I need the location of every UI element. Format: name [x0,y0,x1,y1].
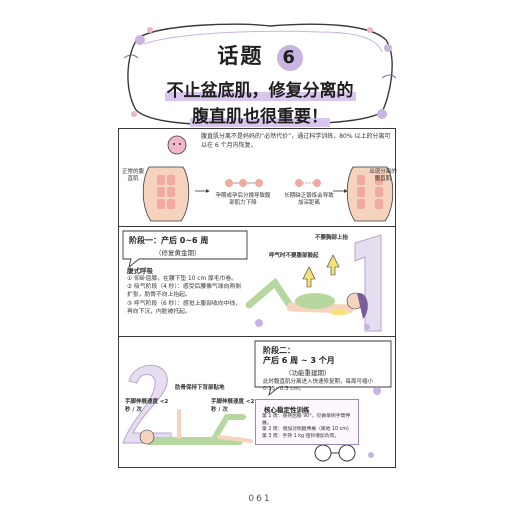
training-steps: 第 1 周：保持屈膝 90°，仅做单侧手臂伸展。 第 2 周：增加对侧腿伸展（离… [262,414,358,440]
callout-belly: 呼气时不要腹部鼓起 [269,253,319,259]
headline-line-2: 腹直肌也很重要！ [190,107,330,127]
headline-line-1: 不止盆底肌，修复分离的 [164,81,356,101]
topic-number: 6 [276,45,303,71]
up-arrow-icon [302,254,340,288]
topic-label: 话题 [217,44,264,68]
label-normal: 正常的腹直肌 [121,169,144,182]
intro-text: 腹直肌分离不是妈妈的“必然代价”，通过科学训练，80% 以上的分离可以在 6 个… [201,133,391,149]
callout-right-speed: 手脚伸展速度 <2 秒 / 次 [211,399,255,413]
exercise-name: 腹式呼吸 [127,267,153,275]
stage-one-illustration [122,230,382,332]
training-week-2: 第 2 周：增加对侧腿伸展（离地 10 cm） [262,427,352,433]
stage-two-period: 产后 6 周 ~ 3 个月 [263,356,335,365]
floral-frame-decoration [123,23,397,126]
stretching-muscle-icon [225,179,321,187]
callout-left-speed: 手脚伸展速度 <2 秒 / 次 [125,399,169,413]
stage-one-steps: ① 仰卧屈膝，在腰下垫 10 cm 厚毛巾卷。 ② 吸气阶段（4 秒）：感受后腰… [127,275,245,316]
stage-two-title: 阶段二： [263,346,295,355]
label-stage-a: 孕期或孕后分娩导致腹部肌力下降 [215,193,271,206]
training-card: 核心稳定性训练 第 1 周：保持屈膝 90°，仅做单侧手臂伸展。 第 2 周：增… [255,399,359,445]
lying-woman-icon [245,277,368,319]
training-title: 核心稳定性训练 [264,406,310,414]
panel-diastasis-intro: 腹直肌分离不是妈妈的“必然代价”，通过科学训练，80% 以上的分离可以在 6 个… [118,128,397,228]
title-banner: 话题 6 不止盆底肌，修复分离的 腹直肌也很重要！ [120,18,400,130]
dumbbell-icon [314,444,356,462]
label-stage-b: 长期缺乏锻炼会导致加深距离 [284,193,334,206]
separated-abdomen-icon [346,166,394,222]
step-2: ② 吸气阶段（4 秒）：感受后腰像气球向两侧扩张，肋骨不向上抬起。 [127,284,242,299]
normal-abdomen-icon [142,166,190,222]
panel-stage-one: 阶段一：产后 0~6 周 （修复黄金期） 腹式呼吸 ① 仰卧屈膝，在腰下垫 10… [118,226,396,338]
dead-bug-woman-icon [139,409,253,445]
training-week-1: 第 1 周：保持屈膝 90°，仅做单侧手臂伸展。 [262,414,351,426]
step-1: ① 仰卧屈膝，在腰下垫 10 cm 厚毛巾卷。 [127,276,237,282]
abdomen-illustration [142,135,394,222]
stage-one-title: 阶段一：产后 0~6 周 [129,236,209,245]
mascot-icon [167,135,187,155]
page-number: 061 [248,494,272,504]
training-week-3: 第 3 周：手持 1 kg 哑铃增加负荷。 [262,433,340,439]
stage-one-bubble [122,230,248,269]
stage-two-bubble [254,340,392,397]
callout-back: 肋骨保持下背部贴地 [175,385,225,391]
panel-stage-two: 阶段二： 产后 6 周 ~ 3 个月 （功能重建期） 此时腹直肌分离进入快速修复… [118,336,396,468]
step-3: ③ 呼气阶段（6 秒）：感觉上腹部收向中线，再向下沉，内脏被托起。 [127,300,242,315]
stage-two-subtitle: （功能重建期） [285,369,331,377]
stage-two-description: 此时腹直肌分离进入快速修复期，每周可缩小 0.15~0.3 cm。 [263,379,374,392]
callout-chest: 不要胸部上抬 [315,235,349,241]
label-separated: 出现分离的腹直肌 [369,169,397,182]
stage-one-subtitle: （修复黄金期） [155,249,201,257]
topic-title: 话题 6 [120,40,400,71]
stage-two-illustration [122,340,392,462]
